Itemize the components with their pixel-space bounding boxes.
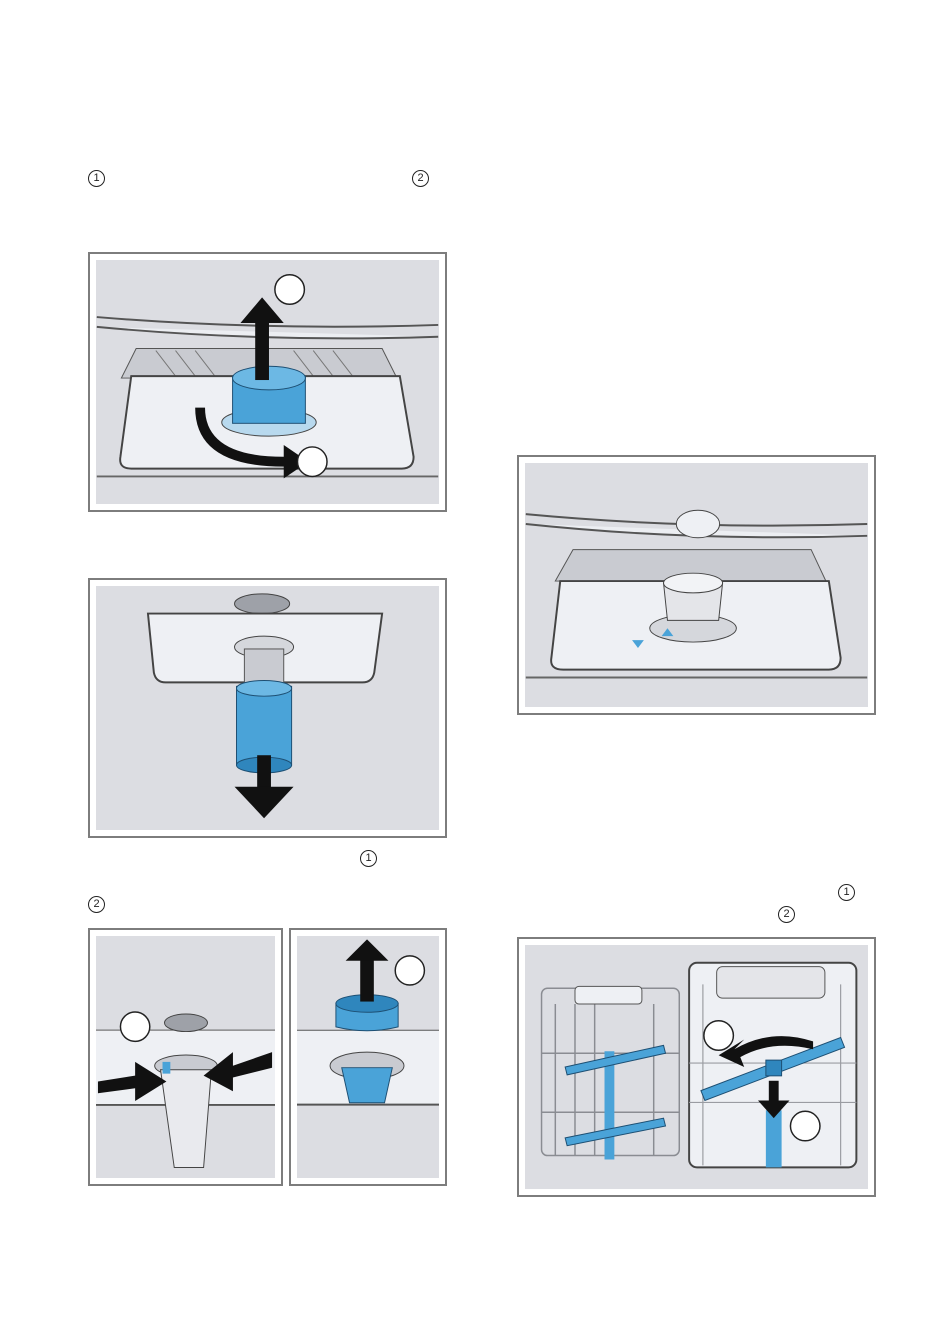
step-marker-2: 2	[412, 170, 429, 187]
filter-alignment-arrows-illustration	[525, 463, 868, 707]
unscrew-filter-figure	[88, 252, 447, 512]
step-marker-1: 1	[88, 170, 105, 187]
spray-arm-removal-illustration	[525, 945, 868, 1189]
filter-pull-down-illustration	[96, 586, 439, 830]
step-marker-2: 2	[88, 896, 105, 913]
pull-filter-out-figure	[88, 578, 447, 838]
lift-coarse-filter-illustration	[297, 936, 439, 1178]
squeeze-fine-filter-figure	[88, 928, 283, 1186]
filter-rotate-lift-illustration	[96, 260, 439, 504]
step-marker-1: 1	[360, 850, 377, 867]
squeeze-latches-illustration	[96, 936, 275, 1178]
remove-spray-arm-figure	[517, 937, 876, 1197]
reinsert-filter-figure	[517, 455, 876, 715]
step-marker-2: 2	[778, 906, 795, 923]
lift-coarse-filter-figure	[289, 928, 447, 1186]
step-marker-1: 1	[838, 884, 855, 901]
